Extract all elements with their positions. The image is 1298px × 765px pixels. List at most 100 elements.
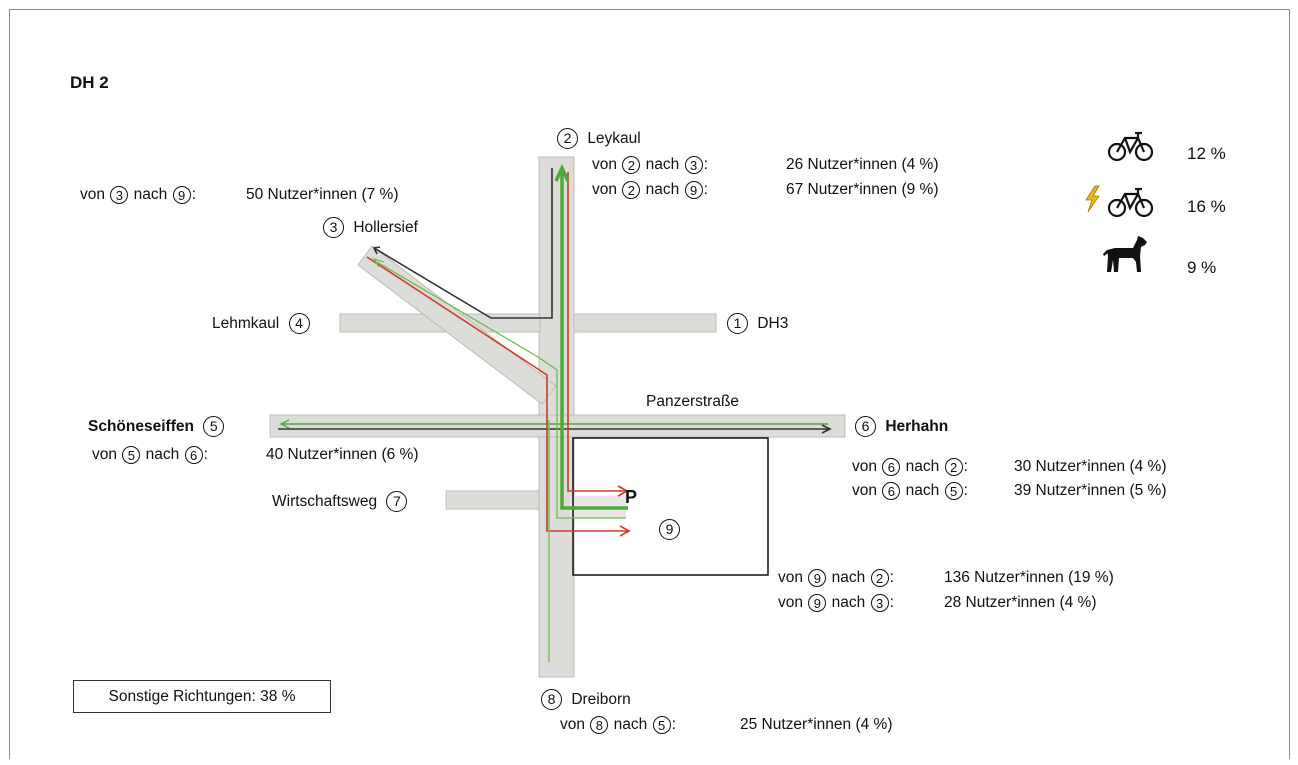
node-label-herhahn: Herhahn	[885, 417, 949, 435]
node-schoeneseiffen: Schöneseiffen 5	[88, 416, 225, 437]
node-hollersief: 3 Hollersief	[322, 217, 418, 238]
node-label-dh3: DH3	[757, 314, 789, 332]
node-dh3: 1 DH3	[726, 313, 788, 334]
flow-from-number: 9	[808, 569, 827, 587]
stat-bike-value: 12 %	[1187, 144, 1226, 163]
route-3-to-9	[366, 256, 631, 537]
flow-to-number: 6	[184, 446, 203, 464]
flow-from-number: 8	[590, 716, 609, 734]
road-hollersief	[357, 245, 557, 405]
flow-value: 26 Nutzer*innen (4 %)	[786, 156, 939, 173]
flow-word-nach: nach	[905, 458, 940, 476]
node-label-hollersief: Hollersief	[353, 218, 418, 236]
node-number-1: 1	[727, 313, 748, 334]
node-number-8: 8	[541, 689, 562, 710]
flow-from-number: 6	[882, 458, 901, 476]
node-number-4: 4	[288, 313, 310, 334]
flow-value: 30 Nutzer*innen (4 %)	[1014, 458, 1167, 475]
node-label-dreiborn: Dreiborn	[571, 690, 631, 708]
node-herhahn: 6 Herhahn	[854, 416, 948, 437]
flow-word-nach: nach	[831, 594, 866, 612]
road-label-panzerstrasse: Panzerstraße	[646, 393, 740, 410]
flow-to-number: 3	[684, 156, 703, 174]
flow-word-von: von	[592, 181, 617, 199]
node-parking-number: 9	[658, 519, 681, 540]
node-number-3: 3	[323, 217, 344, 238]
flow-9-to-3: von 9 nach 3: 28 Nutzer*innen (4 %)	[778, 594, 1097, 612]
node-label-leykaul: Leykaul	[587, 129, 641, 147]
flow-6-to-2: von 6 nach 2: 30 Nutzer*innen (4 %)	[852, 458, 1167, 476]
route-6-to-5	[279, 419, 828, 429]
stat-ebike-value: 16 %	[1187, 197, 1226, 216]
flow-8-to-5: von 8 nach 5: 25 Nutzer*innen (4 %)	[560, 716, 893, 734]
flow-to-number: 5	[652, 716, 671, 734]
flow-9-to-2: von 9 nach 2: 136 Nutzer*innen (19 %)	[778, 569, 1114, 587]
flow-from-number: 6	[882, 482, 901, 500]
flow-6-to-5: von 6 nach 5: 39 Nutzer*innen (5 %)	[852, 482, 1167, 500]
flow-value: 28 Nutzer*innen (4 %)	[944, 594, 1097, 611]
flow-from-number: 2	[622, 181, 641, 199]
flow-2-to-3: von 2 nach 3: 26 Nutzer*innen (4 %)	[592, 156, 939, 174]
bicycle-icon	[1107, 131, 1154, 162]
flow-word-nach: nach	[831, 569, 866, 587]
node-number-5: 5	[203, 416, 225, 437]
e-bike-icon	[1085, 185, 1154, 218]
flow-word-nach: nach	[145, 446, 180, 464]
flow-to-number: 2	[944, 458, 963, 476]
flow-word-von: von	[80, 186, 105, 204]
flow-3-to-9: von 3 nach 9: 50 Nutzer*innen (7 %)	[80, 186, 399, 204]
flow-word-von: von	[852, 482, 877, 500]
flow-to-number: 2	[870, 569, 889, 587]
other-directions-box: Sonstige Richtungen: 38 %	[73, 680, 331, 713]
road-wirtschaftsweg	[445, 490, 540, 510]
flow-value: 67 Nutzer*innen (9 %)	[786, 181, 939, 198]
flow-to-number: 3	[870, 594, 889, 612]
node-number-7: 7	[386, 491, 408, 512]
flow-word-von: von	[560, 716, 585, 734]
flow-word-von: von	[778, 594, 803, 612]
stat-dog-value: 9 %	[1187, 258, 1217, 277]
road-dh3	[573, 313, 717, 333]
node-number-6: 6	[855, 416, 876, 437]
node-number-2: 2	[557, 128, 578, 149]
page-title: DH 2	[70, 73, 109, 92]
node-leykaul: 2 Leykaul	[556, 128, 641, 149]
flow-word-von: von	[592, 156, 617, 174]
node-label-lehmkaul: Lehmkaul	[212, 314, 280, 332]
route-2-to-3	[372, 168, 553, 319]
flow-from-number: 5	[122, 446, 141, 464]
node-number-9: 9	[659, 519, 680, 540]
figure-frame	[9, 9, 1290, 759]
flow-to-number: 9	[172, 186, 191, 204]
flow-to-number: 9	[684, 181, 703, 199]
flow-word-nach: nach	[613, 716, 648, 734]
flow-5-to-6: von 5 nach 6: 40 Nutzer*innen (6 %)	[92, 446, 419, 464]
flow-word-nach: nach	[133, 186, 168, 204]
node-dreiborn: 8 Dreiborn	[540, 689, 631, 710]
route-5-to-6	[278, 424, 832, 434]
node-label-parking: P	[625, 487, 638, 507]
flow-word-nach: nach	[905, 482, 940, 500]
flow-to-number: 5	[944, 482, 963, 500]
node-label-schoeneseiffen: Schöneseiffen	[88, 417, 194, 435]
flow-value: 136 Nutzer*innen (19 %)	[944, 569, 1114, 586]
flow-value: 39 Nutzer*innen (5 %)	[1014, 482, 1167, 499]
flow-from-number: 2	[622, 156, 641, 174]
dog-icon	[1103, 236, 1147, 272]
flow-value: 50 Nutzer*innen (7 %)	[246, 186, 399, 203]
route-9-to-3	[372, 257, 626, 519]
flow-word-von: von	[92, 446, 117, 464]
flow-2-to-9: von 2 nach 9: 67 Nutzer*innen (9 %)	[592, 181, 939, 199]
node-wirtschaftsweg: Wirtschaftsweg 7	[272, 491, 408, 512]
flow-word-von: von	[852, 458, 877, 476]
route-9-to-2	[554, 163, 628, 510]
flow-value: 40 Nutzer*innen (6 %)	[266, 446, 419, 463]
route-2-to-9	[567, 172, 629, 497]
flow-word-von: von	[778, 569, 803, 587]
node-label-wirtschaftsweg: Wirtschaftsweg	[272, 492, 378, 510]
flow-from-number: 3	[110, 186, 129, 204]
flow-word-nach: nach	[645, 181, 680, 199]
node-lehmkaul: Lehmkaul 4	[212, 313, 311, 334]
flow-from-number: 9	[808, 594, 827, 612]
